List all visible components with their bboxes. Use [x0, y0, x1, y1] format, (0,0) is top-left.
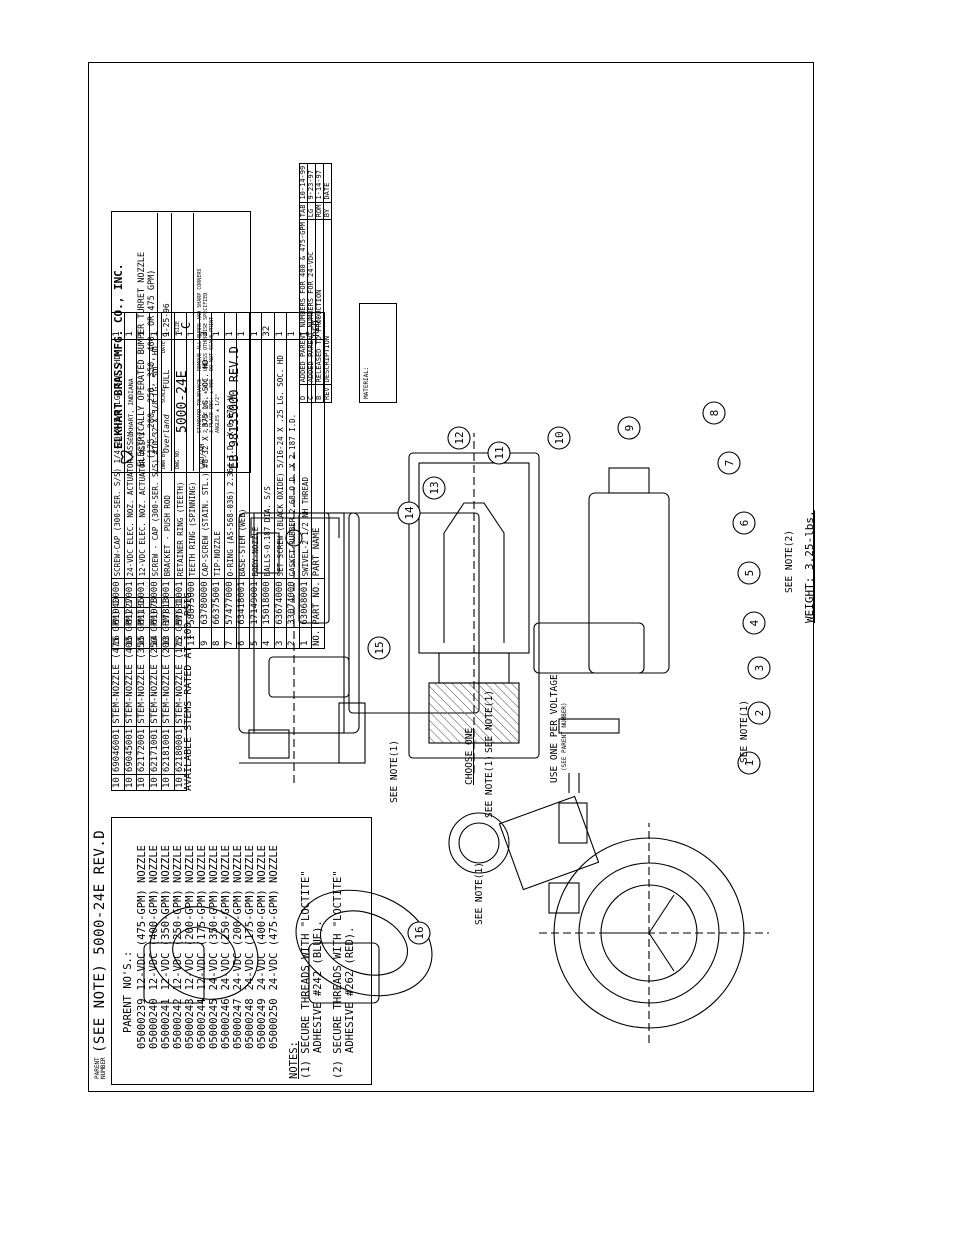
callout-11: 11 [487, 441, 511, 465]
see-note-1-label-a: SEE NOTE(1) [389, 740, 400, 803]
callout-number: 11 [493, 446, 506, 459]
iso-views [143, 889, 433, 1004]
see-note-1-label-d: SEE NOTE(1) [484, 690, 495, 753]
callout-number: 6 [738, 520, 751, 527]
callout-14: 14 [397, 501, 421, 525]
see-note-2-label: SEE NOTE(2) [784, 530, 795, 593]
callout-number: 9 [623, 425, 636, 432]
top-view [238, 453, 480, 783]
callout-number: 1 [743, 760, 756, 767]
use-one-sub: (SEE PARENT NUMBER) [561, 702, 568, 771]
callout-number: 4 [748, 619, 761, 626]
callout-number: 15 [373, 641, 386, 654]
callout-number: 12 [453, 431, 466, 444]
callout-1: 1 [737, 751, 761, 775]
choose-one-label: CHOOSE ONE [464, 727, 475, 785]
callout-5: 5 [737, 561, 761, 585]
callout-number: 2 [753, 710, 766, 717]
callout-number: 16 [413, 926, 426, 939]
callout-13: 13 [422, 476, 446, 500]
callout-12: 12 [447, 426, 471, 450]
section-view [408, 433, 670, 844]
callout-number: 7 [723, 460, 736, 467]
weight-label: WEIGHT: 3.25-lbs. [803, 510, 816, 623]
callout-6: 6 [732, 511, 756, 535]
callout-2: 2 [747, 701, 771, 725]
see-note-1-label-c: SEE NOTE(1) [739, 700, 750, 763]
callout-4: 4 [742, 611, 766, 635]
callout-15: 15 [367, 636, 391, 660]
callout-8: 8 [702, 401, 726, 425]
see-note-1-label-b: SEE NOTE(1) [474, 862, 485, 925]
callout-number: 14 [403, 506, 416, 520]
callout-10: 10 [547, 426, 571, 450]
callout-number: 8 [708, 410, 721, 417]
callout-number: 13 [428, 481, 441, 494]
callout-3: 3 [747, 656, 771, 680]
callout-number: 3 [753, 665, 766, 672]
logo-icon [120, 450, 134, 464]
callout-9: 9 [617, 416, 641, 440]
callout-16: 16 [407, 921, 431, 945]
see-note-1-label-e: SEE NOTE(1) [484, 755, 495, 818]
end-view [448, 795, 769, 1043]
callout-7: 7 [717, 451, 741, 475]
callout-number: 10 [553, 431, 566, 444]
callout-number: 5 [743, 570, 756, 577]
